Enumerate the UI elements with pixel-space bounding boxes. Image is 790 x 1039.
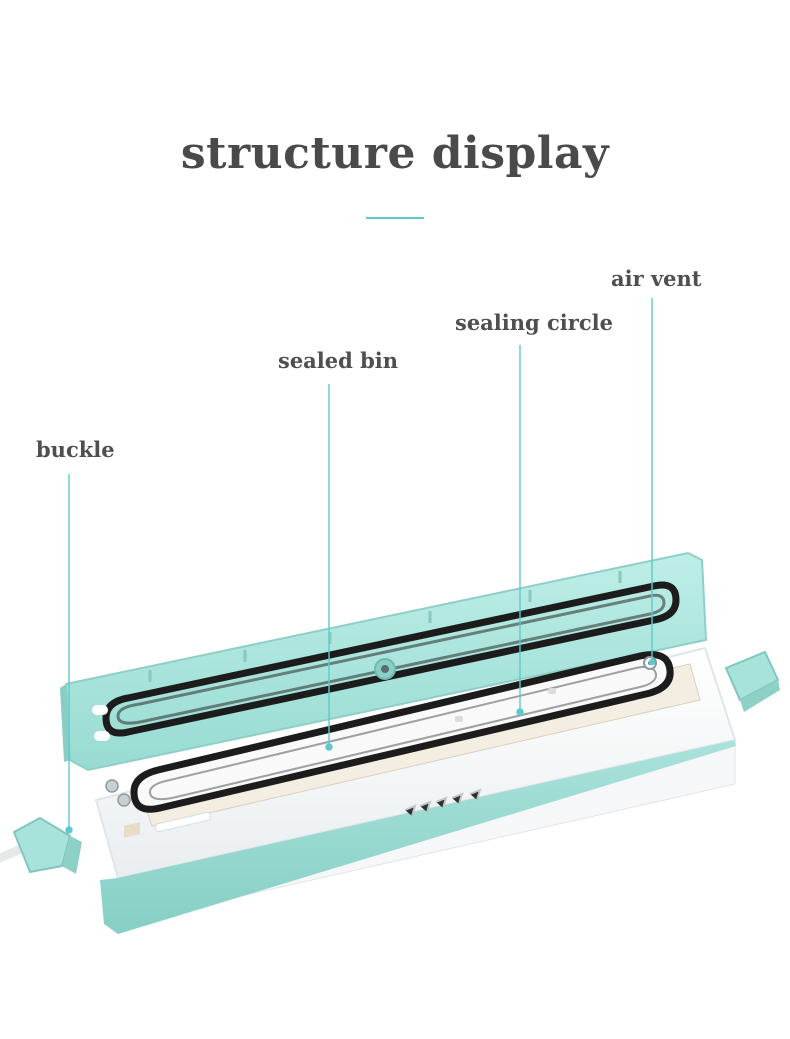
callout-air-vent: air vent	[611, 266, 702, 291]
right-buckle	[724, 650, 780, 712]
callout-buckle: buckle	[36, 437, 115, 462]
base-body	[94, 646, 737, 934]
callout-sealing-circle: sealing circle	[455, 310, 613, 335]
left-buckle	[12, 816, 82, 874]
callout-sealed-bin: sealed bin	[278, 348, 399, 373]
lid	[60, 551, 708, 772]
sealing-circle-gasket	[130, 651, 674, 813]
page-title: structure display	[180, 128, 610, 179]
title-underline	[366, 217, 424, 219]
